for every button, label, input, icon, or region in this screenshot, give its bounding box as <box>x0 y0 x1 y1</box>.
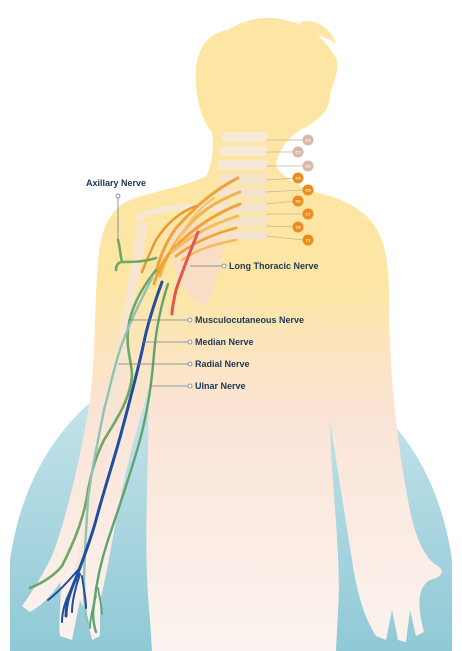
vertebra-label-c1: C1 <box>305 138 311 143</box>
label-long-thoracic-nerve: Long Thoracic Nerve <box>229 261 319 271</box>
vertebra-label-c3: C3 <box>305 164 311 169</box>
vertebra-label-c5: C5 <box>305 188 311 193</box>
label-radial-nerve: Radial Nerve <box>195 359 250 369</box>
vertebra-label-c2: C2 <box>295 150 301 155</box>
vertebra-label-c7: C7 <box>305 212 311 217</box>
vertebra-label-c8: C8 <box>295 225 301 230</box>
vertebra-label-t1: T1 <box>306 238 311 243</box>
label-axillary-nerve: Axillary Nerve <box>86 178 146 188</box>
label-ulnar-nerve: Ulnar Nerve <box>195 381 246 391</box>
label-musculocutaneous-nerve: Musculocutaneous Nerve <box>195 315 304 325</box>
label-median-nerve: Median Nerve <box>195 337 254 347</box>
vertebra-label-c6: C6 <box>295 199 301 204</box>
vertebra-label-c4: C4 <box>295 176 301 181</box>
